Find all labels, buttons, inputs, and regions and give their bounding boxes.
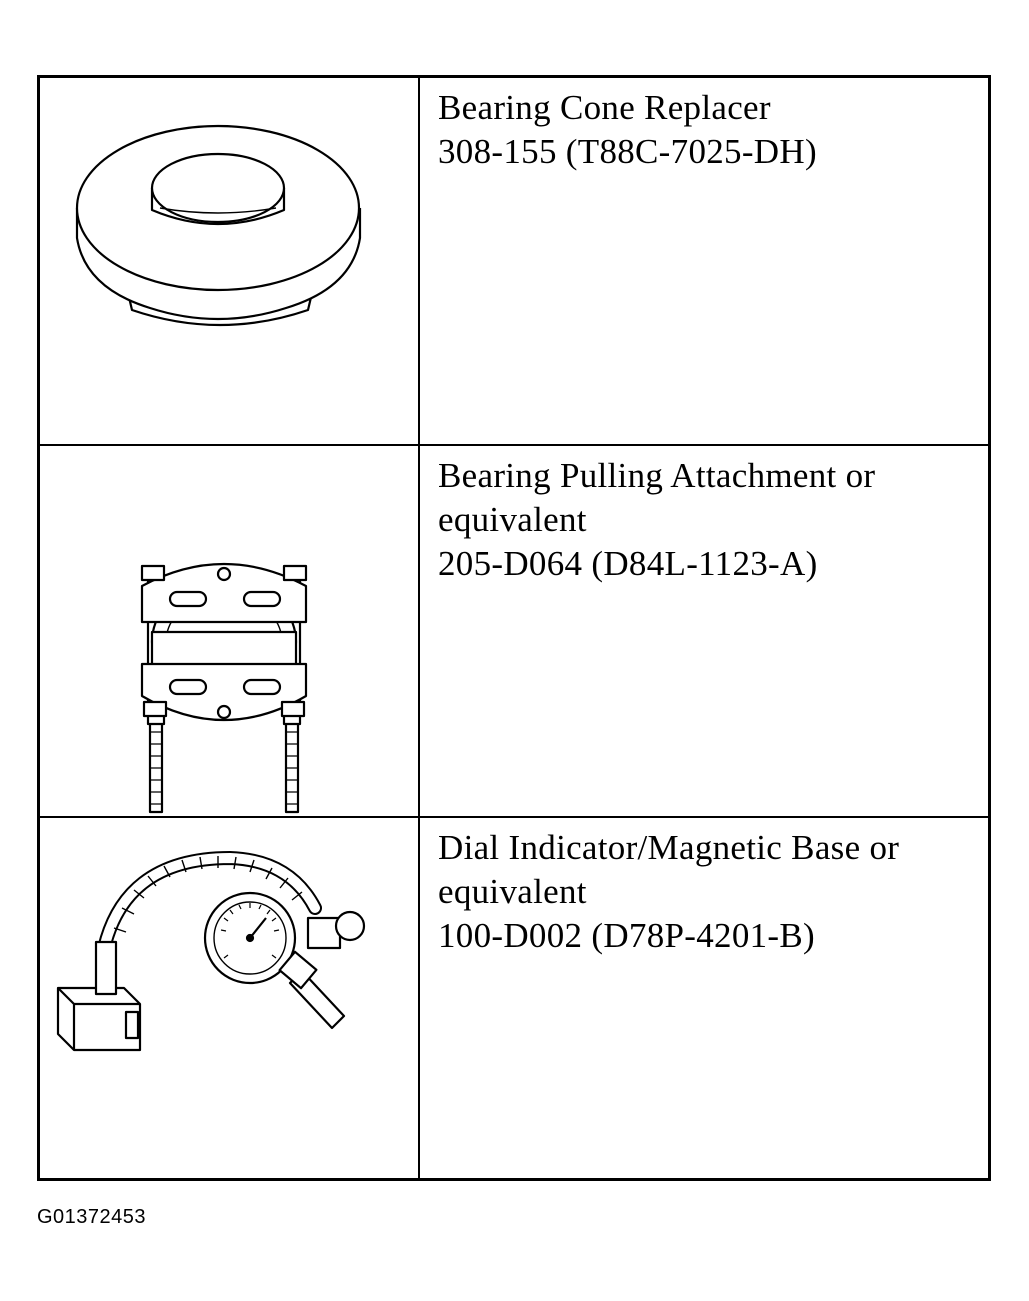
tool-name-line-1: Dial Indicator/Magnetic Base or [438, 828, 900, 867]
tool-illustration-cell [40, 78, 418, 444]
tool-name-line-2: equivalent [438, 500, 587, 539]
tool-description: Bearing Pulling Attachment or equivalent… [438, 454, 983, 586]
tool-description: Dial Indicator/Magnetic Base or equivale… [438, 826, 983, 958]
dial-indicator-magnetic-base-drawing [56, 851, 366, 1052]
tool-row-bearing-pulling-attachment: Bearing Pulling Attachment or equivalent… [40, 446, 988, 818]
tool-illustration-cell [40, 818, 418, 1178]
tool-part-number: 308-155 (T88C-7025-DH) [438, 132, 817, 171]
tool-name-line-2: equivalent [438, 872, 587, 911]
column-divider [418, 78, 420, 1178]
tool-name-line-1: Bearing Pulling Attachment or [438, 456, 876, 495]
bearing-cone-replacer-drawing [75, 124, 362, 327]
tool-part-number: 100-D002 (D78P-4201-B) [438, 916, 815, 955]
tool-illustration-cell [40, 446, 418, 816]
special-tools-table: Bearing Cone Replacer 308-155 (T88C-7025… [37, 75, 991, 1181]
bearing-pulling-attachment-drawing [140, 562, 308, 814]
tool-row-dial-indicator: Dial Indicator/Magnetic Base or equivale… [40, 818, 988, 1178]
tool-part-number: 205-D064 (D84L-1123-A) [438, 544, 818, 583]
tool-row-bearing-cone-replacer: Bearing Cone Replacer 308-155 (T88C-7025… [40, 78, 988, 446]
tool-description: Bearing Cone Replacer 308-155 (T88C-7025… [438, 86, 983, 174]
figure-code: G01372453 [37, 1206, 147, 1228]
tool-name: Bearing Cone Replacer [438, 88, 771, 127]
